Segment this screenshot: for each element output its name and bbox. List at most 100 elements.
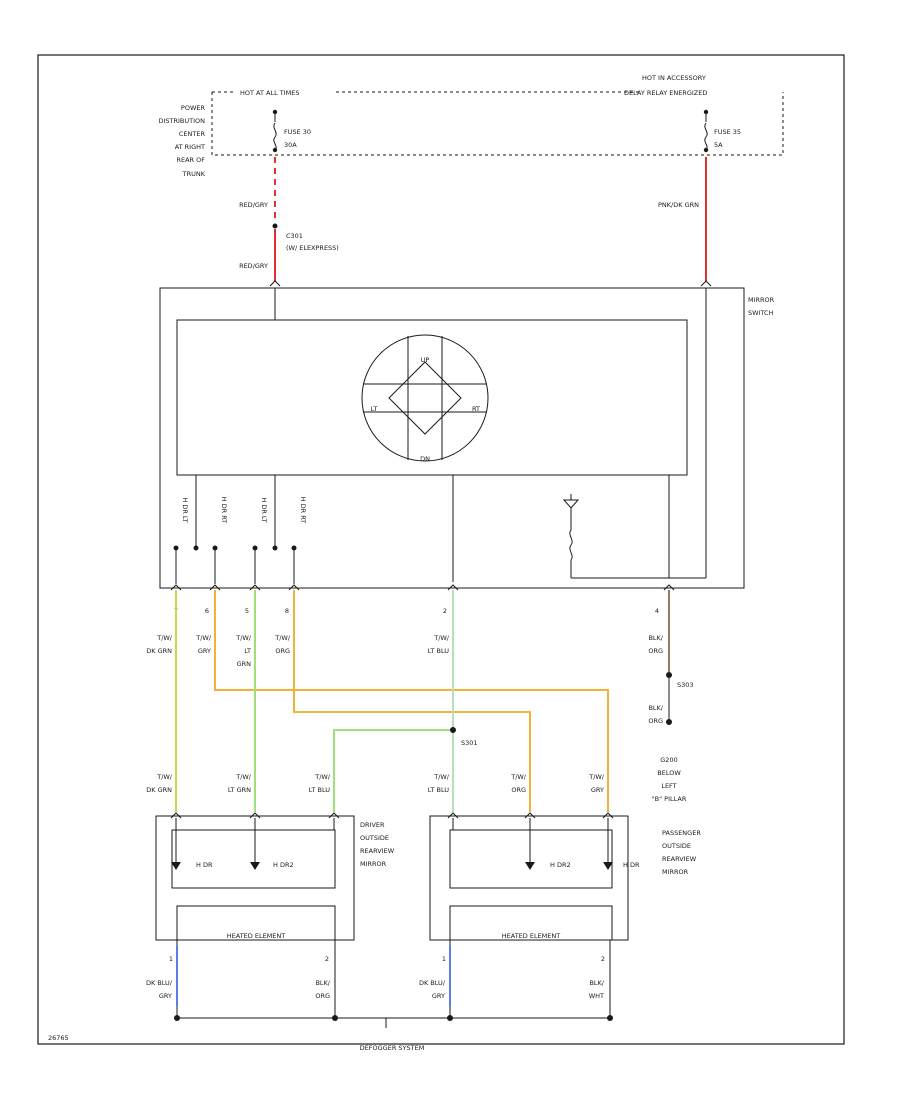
wire-label: PASSENGER [662, 829, 701, 837]
wire-label: T/W/ [314, 773, 331, 781]
wire-label: LT BLU [428, 786, 450, 794]
wire-label: T/W/ [156, 634, 173, 642]
page-frame [37, 54, 845, 1045]
wire-label: GRY [159, 992, 172, 1000]
heater-wire-labels: DK BLU/ GRY BLK/ ORG DK BLU/ GRY BLK/ WH… [146, 979, 605, 1000]
driver-mirror: H DR H DR2 HEATED ELEMENT DRIVER OUTSIDE… [155, 812, 395, 946]
fuse-30-rating: 30A [284, 141, 297, 149]
location-line-5: REAR OF [176, 156, 205, 164]
wire-label: 2 [325, 955, 329, 963]
feed-wires: RED/GRY C301 (W/ ELEXPRESS) RED/GRY PNK/… [239, 157, 712, 287]
pin-5: 5 [245, 607, 249, 615]
power-distribution-center: HOT AT ALL TIMES HOT IN ACCESSORY DELAY … [158, 74, 784, 178]
dir-up: UP [421, 356, 430, 364]
passenger-motor-2: H DR [623, 861, 640, 869]
driver-heated-element: HEATED ELEMENT [227, 932, 285, 940]
wire-label: ORG [315, 992, 330, 1000]
ground-label: G200 BELOW LEFT "B" PILLAR [652, 756, 687, 803]
wire-label: GRY [432, 992, 445, 1000]
passenger-motor-1: H DR2 [550, 861, 571, 869]
hot-at-all-times-label: HOT AT ALL TIMES [240, 89, 300, 97]
switch-output-connectors [170, 584, 675, 591]
motor-icon [171, 862, 181, 870]
s301-label: S301 [461, 739, 478, 747]
wire-label: T/W/ [235, 773, 252, 781]
wire-label: LT BLU [428, 647, 450, 655]
wire-label: OUTSIDE [360, 834, 389, 842]
dir-lt: LT [371, 405, 378, 413]
resistor-icon [562, 494, 580, 578]
wire-label: T/W/ [433, 773, 450, 781]
wire-label: T/W/ [510, 773, 527, 781]
switch-contact-4: H DR RT [299, 497, 307, 524]
wire-label: DK BLU/ [419, 979, 446, 987]
fuse-35-label: FUSE 35 [714, 128, 741, 136]
wire-label: T/W/ [235, 634, 252, 642]
fuse-30-label: FUSE 30 [284, 128, 311, 136]
fuse-30-icon [273, 122, 277, 151]
wire-label: BLK/ [589, 979, 604, 987]
connector-icon [269, 280, 281, 287]
diagram-code: 26765 [48, 1034, 69, 1042]
mirror-switch-label-1: MIRROR [748, 296, 775, 304]
red-gry-label-2: RED/GRY [239, 262, 268, 270]
wire-label: DK BLU/ [146, 979, 173, 987]
wire-label: GRY [198, 647, 211, 655]
red-gry-label-1: RED/GRY [239, 201, 268, 209]
switch-contact-2: H DR RT [220, 497, 228, 524]
pnk-dk-grn-label: PNK/DK GRN [658, 201, 699, 209]
wire-label: ORG [275, 647, 290, 655]
wire-label: LT [244, 647, 251, 655]
pin-6: 6 [205, 607, 209, 615]
wire-label: T/W/ [588, 773, 605, 781]
location-line-2: DISTRIBUTION [158, 117, 205, 125]
driver-motor-2: H DR2 [273, 861, 294, 869]
c301-desc: (W/ ELEXPRESS) [286, 244, 339, 252]
c301-label: C301 [286, 232, 303, 240]
fuse-35-icon [704, 122, 708, 151]
wire-label: LEFT [661, 782, 676, 790]
wire-label: REARVIEW [662, 855, 697, 863]
wire-junctions [450, 672, 672, 733]
direction-pad-icon: UP DN LT RT [361, 334, 489, 463]
wire-label: 1 [442, 955, 446, 963]
heater-wires [176, 946, 611, 1028]
pin-8: 8 [285, 607, 289, 615]
hot-in-accessory-label: HOT IN ACCESSORY [642, 74, 706, 82]
wire-label: "B" PILLAR [652, 795, 687, 803]
switch-contact-icons [173, 545, 297, 551]
location-line-1: POWER [181, 104, 206, 112]
connector-icon [700, 280, 712, 287]
wire-label: G200 [660, 756, 677, 764]
wire-label: MIRROR [662, 868, 689, 876]
wire-label: ORG [648, 647, 663, 655]
wire-label: T/W/ [156, 773, 173, 781]
pin-4: 4 [655, 607, 659, 615]
wire-label: DK GRN [146, 647, 172, 655]
motor-icon [603, 862, 613, 870]
wire-label: ORG [511, 786, 526, 794]
dir-rt: RT [472, 405, 480, 413]
wire-label: GRN [237, 660, 252, 668]
heater-junctions [174, 1015, 613, 1021]
passenger-heated-element: HEATED ELEMENT [502, 932, 560, 940]
location-line-4: AT RIGHT [175, 143, 205, 151]
location-line-6: TRUNK [182, 170, 206, 178]
switch-contact-3: H DR LT [260, 497, 268, 522]
wire-label: BLK/ [648, 634, 663, 642]
heater-pin-labels: 1 2 1 2 [169, 955, 605, 963]
wire-label: T/W/ [433, 634, 450, 642]
wire-label: BELOW [657, 769, 681, 777]
mirror-switch-label-2: SWITCH [748, 309, 774, 317]
wire-label: ORG [648, 717, 663, 725]
wire-label: LT GRN [228, 786, 251, 794]
wire-label: OUTSIDE [662, 842, 691, 850]
wire-label: LT BLU [309, 786, 331, 794]
delay-relay-label: DELAY RELAY ENERGIZED [624, 89, 707, 97]
driver-motor-1: H DR [196, 861, 213, 869]
location-line-3: CENTER [179, 130, 206, 138]
motor-icon [525, 862, 535, 870]
wire-label: MIRROR [360, 860, 387, 868]
motor-icon [250, 862, 260, 870]
